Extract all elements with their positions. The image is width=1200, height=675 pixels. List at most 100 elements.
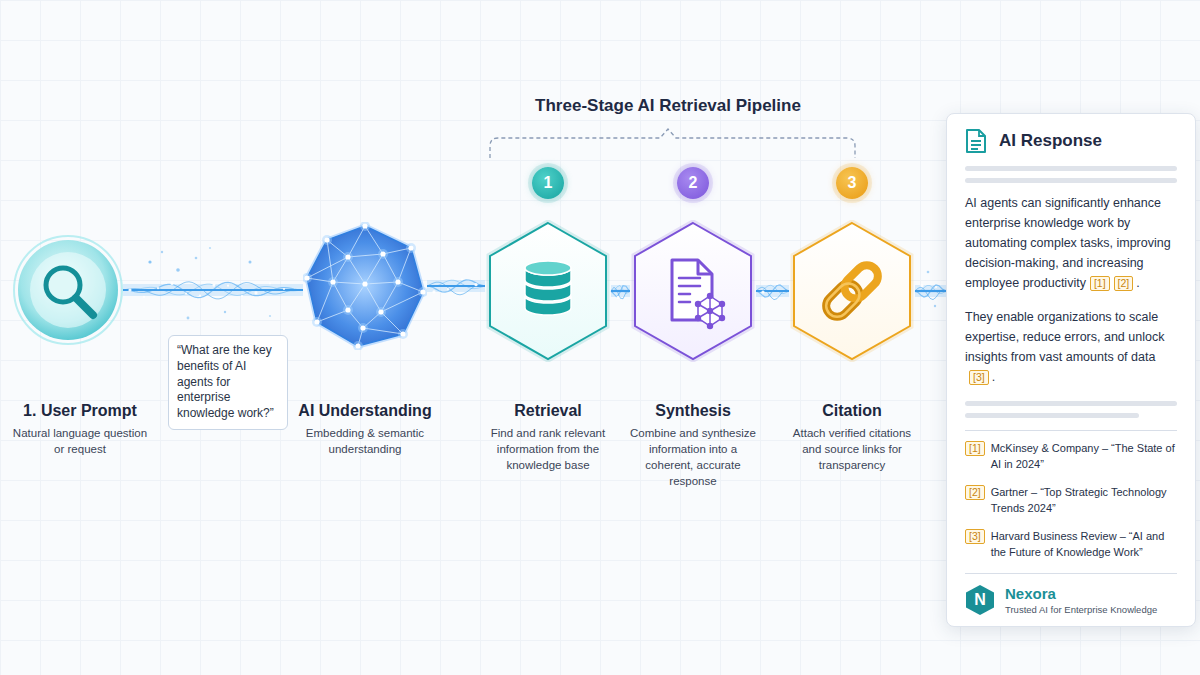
svg-part xyxy=(348,226,365,257)
svg-part xyxy=(353,341,363,350)
svg-part xyxy=(376,307,386,317)
svg-part xyxy=(304,275,309,280)
document-icon xyxy=(965,128,987,154)
citation-marker: [2] xyxy=(1114,276,1134,291)
flow-wave xyxy=(915,285,945,297)
divider xyxy=(965,573,1177,574)
svg-part xyxy=(378,249,388,259)
flow-connector xyxy=(123,282,303,299)
flow-line xyxy=(756,290,789,292)
svg-part xyxy=(679,293,690,296)
brain-shape xyxy=(303,222,427,350)
flow-particle xyxy=(432,290,435,293)
flow-line xyxy=(915,290,946,292)
step-badge: 1 xyxy=(532,167,564,199)
flow-particle xyxy=(185,292,187,294)
svg-part xyxy=(307,226,423,346)
flow-particle xyxy=(776,283,778,285)
svg-part xyxy=(635,223,751,359)
punctuation: . xyxy=(1136,276,1139,290)
svg-part xyxy=(525,261,571,275)
flow-particle xyxy=(474,283,477,286)
flow-wave xyxy=(427,280,484,292)
reference-text: McKinsey & Company – “The State of AI in… xyxy=(991,441,1177,473)
svg-part xyxy=(363,328,403,334)
hex-shape xyxy=(485,220,611,362)
svg-part xyxy=(330,279,335,284)
database-icon xyxy=(525,261,571,315)
svg-part xyxy=(362,223,367,228)
hex-shape xyxy=(630,220,756,362)
step-number: 2 xyxy=(689,174,698,191)
flow-particle xyxy=(461,278,463,280)
step-badge: 3 xyxy=(836,167,868,199)
svg-part xyxy=(395,279,400,284)
svg-part xyxy=(343,252,353,262)
flow-glow xyxy=(756,285,789,297)
brand-name: Nexora xyxy=(1005,585,1157,602)
stage-hexagon xyxy=(635,223,751,359)
hex-node: CitationAttach verified citations and so… xyxy=(789,220,915,362)
svg-part xyxy=(971,130,985,149)
node-caption: AI UnderstandingEmbedding & semantic und… xyxy=(290,402,440,458)
node-caption: CitationAttach verified citations and so… xyxy=(783,402,921,474)
citation-marker: [3] xyxy=(969,370,989,385)
panel-header: AI Response xyxy=(965,128,1177,154)
svg-part xyxy=(707,293,713,299)
flow-particle xyxy=(170,282,173,285)
stage-hexagon xyxy=(794,223,910,359)
flow-connector xyxy=(915,284,946,300)
logo-letter: N xyxy=(974,591,986,608)
flow-wave xyxy=(756,287,789,300)
node-description: Embedding & semantic understanding xyxy=(290,426,440,458)
svg-part xyxy=(345,254,350,259)
flow-wave xyxy=(756,285,789,297)
node-description: Attach verified citations and source lin… xyxy=(783,426,921,474)
flow-particle xyxy=(254,291,257,294)
brand-row: N NexoraTrusted AI for Enterprise Knowled… xyxy=(965,584,1177,616)
citation-marker: [3] xyxy=(965,529,985,544)
flow-particle xyxy=(128,288,131,291)
flow-particle xyxy=(447,288,449,290)
flow-line xyxy=(611,290,630,292)
panel-title: AI Response xyxy=(999,131,1102,151)
node-heading: Synthesis xyxy=(624,402,762,420)
flow-particle xyxy=(269,282,271,284)
svg-part xyxy=(348,254,383,257)
chain-link-icon xyxy=(822,261,883,322)
flow-glow xyxy=(915,285,946,297)
svg-part xyxy=(360,279,370,289)
brain-node: AI UnderstandingEmbedding & semantic und… xyxy=(303,222,427,350)
node-heading: Citation xyxy=(783,402,921,420)
svg-part xyxy=(393,277,403,287)
svg-part xyxy=(707,308,713,314)
flow-particle xyxy=(227,285,229,287)
divider xyxy=(965,430,1177,431)
flow-wave xyxy=(611,287,629,299)
svg-part xyxy=(707,323,713,329)
flow-particle xyxy=(935,286,937,288)
svg-part xyxy=(307,257,348,278)
stage-bracket xyxy=(490,129,855,158)
svg-part xyxy=(355,343,360,348)
svg-part xyxy=(76,298,93,315)
svg-part xyxy=(322,235,332,245)
reference-row: [2]Gartner – “Top Strategic Technology T… xyxy=(965,485,1177,517)
neural-network-icon xyxy=(307,226,423,346)
node-heading: AI Understanding xyxy=(290,402,440,420)
svg-part xyxy=(967,130,985,152)
svg-part xyxy=(327,240,333,282)
brand-text: NexoraTrusted AI for Enterprise Knowledg… xyxy=(1005,585,1157,615)
svg-part xyxy=(328,277,338,287)
svg-part xyxy=(794,223,910,359)
svg-part xyxy=(698,296,722,326)
response-text: AI agents can significantly enhance ente… xyxy=(965,196,1171,290)
svg-part xyxy=(360,222,370,231)
placeholder-bar xyxy=(965,178,1177,183)
reference-row: [3]Harvard Business Review – “AI and the… xyxy=(965,529,1177,561)
node-heading: 1. User Prompt xyxy=(10,402,150,420)
svg-part xyxy=(418,287,427,297)
svg-part xyxy=(343,305,353,315)
prompt-text: “What are the key benefits of AI agents … xyxy=(177,343,279,422)
